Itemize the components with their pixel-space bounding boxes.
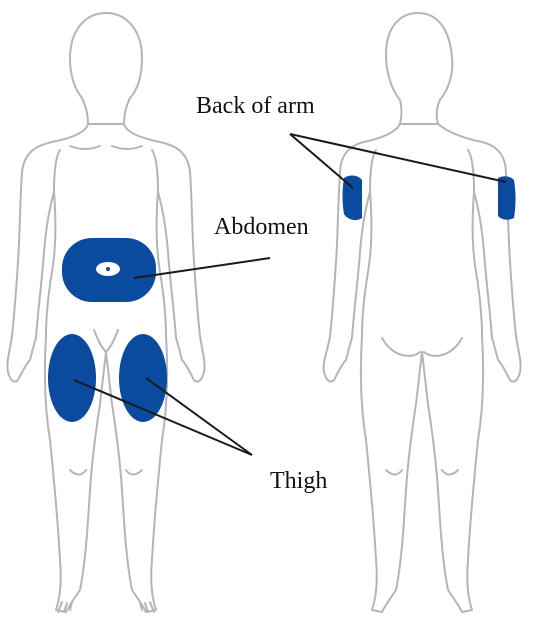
front-body [7, 13, 204, 612]
front-knee-left [70, 470, 86, 475]
arm-leader-line-right [290, 134, 506, 182]
back-of-arm-right-injection-site [498, 176, 516, 219]
thigh-left-injection-site [48, 334, 96, 422]
arm-leader-line-left [290, 134, 353, 188]
front-head [70, 13, 142, 124]
thigh-label: Thigh [270, 468, 327, 494]
front-collar-right [112, 146, 142, 149]
abdomen-label: Abdomen [214, 214, 309, 240]
front-body-outline [7, 124, 204, 612]
front-arm-line-left [54, 150, 60, 192]
back-arm-line-right [468, 150, 474, 192]
front-knee-right [126, 470, 142, 475]
back-body [324, 13, 521, 612]
front-arm-line-right [152, 150, 158, 192]
front-collar-left [70, 146, 100, 149]
navel-dot [106, 267, 110, 271]
front-groin [94, 330, 118, 352]
back-knee-right [442, 470, 458, 475]
back-of-arm-label: Back of arm [196, 93, 315, 119]
back-arm-line-left [370, 150, 376, 192]
back-head [386, 13, 452, 124]
back-knee-left [386, 470, 402, 475]
